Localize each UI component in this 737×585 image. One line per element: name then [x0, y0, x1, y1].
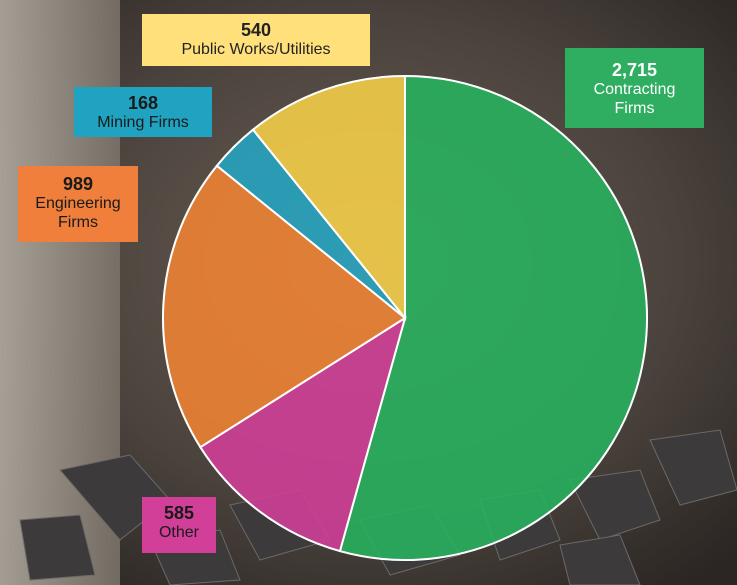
pie-slice-other [198, 315, 407, 553]
label-engineering-firms: 989 Engineering Firms [18, 166, 138, 242]
value-mining-firms: 168 [127, 93, 159, 113]
category-mining-firms: Mining Firms [97, 114, 189, 132]
pie-slice-public-works-utilities [251, 74, 406, 321]
label-contracting-firms: 2,715 Contracting Firms [565, 48, 704, 128]
label-other: 585 Other [142, 497, 216, 553]
pie-slice-contracting-firms [338, 74, 648, 561]
value-public-works: 540 [240, 20, 272, 40]
pie-slice-engineering-firms [162, 164, 407, 449]
label-public-works: 540 Public Works/Utilities [142, 14, 370, 66]
category-contracting-line1: Contracting [593, 81, 676, 99]
category-other: Other [158, 524, 199, 542]
category-engineering-line1: Engineering [35, 195, 121, 213]
pie-slices [162, 74, 648, 561]
value-other: 585 [163, 503, 195, 523]
label-mining-firms: 168 Mining Firms [74, 87, 212, 137]
category-engineering-line2: Firms [58, 214, 98, 232]
value-engineering-firms: 989 [62, 174, 94, 194]
category-public-works: Public Works/Utilities [181, 41, 331, 59]
pie-outline [162, 75, 648, 561]
value-contracting-firms: 2,715 [611, 60, 658, 80]
category-contracting-line2: Firms [614, 100, 655, 118]
